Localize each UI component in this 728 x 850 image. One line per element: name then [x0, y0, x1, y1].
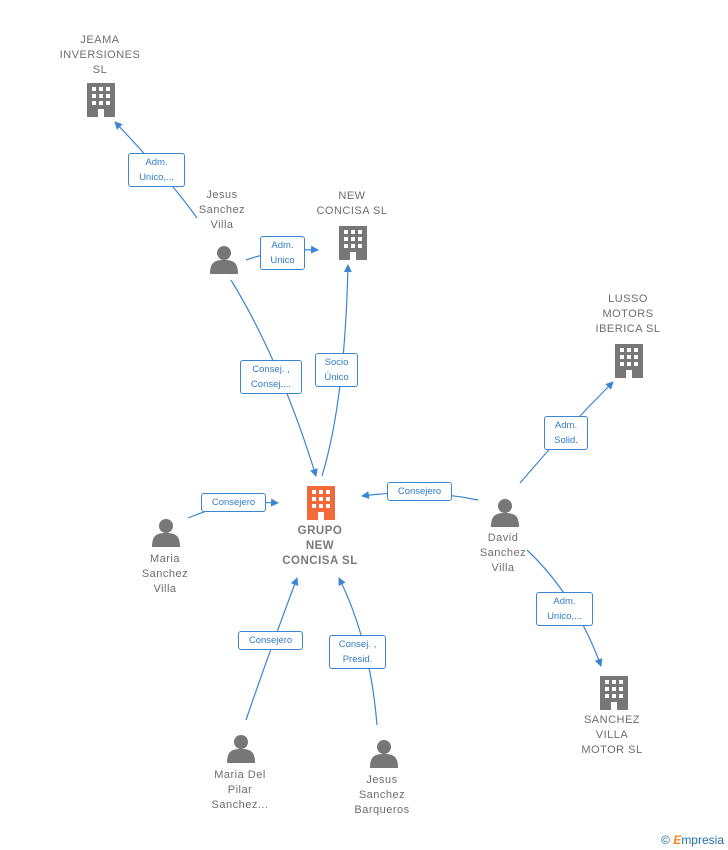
- label-line: NEW: [305, 540, 335, 552]
- edge-label-line: Presid.: [342, 654, 373, 665]
- edge-label-jesus-center[interactable]: Consej. , Consej....: [240, 360, 302, 394]
- center-node-label[interactable]: GRUPO NEW CONCISA SL: [282, 524, 358, 569]
- edge-label-line: Socio: [324, 357, 349, 368]
- label-line: Pilar: [227, 784, 253, 796]
- label-line: CONCISA SL: [316, 205, 388, 217]
- edge-label-line: Unico,...: [547, 611, 582, 622]
- label-line: Villa: [491, 562, 515, 574]
- pilar-person-icon: [227, 735, 255, 763]
- lusso-node-label[interactable]: LUSSO MOTORS IBERICA SL: [596, 292, 661, 337]
- empresia-watermark[interactable]: © Empresia: [661, 833, 724, 847]
- label-line: Sanchez: [479, 547, 527, 559]
- david-person-icon: [491, 499, 519, 527]
- label-line: Maria: [149, 553, 180, 565]
- edge-label-newconcisa-center[interactable]: Socio Único: [315, 353, 358, 387]
- label-line: INVERSIONES: [59, 49, 141, 61]
- label-line: GRUPO: [297, 525, 343, 537]
- edge-label-line: Solid.: [554, 435, 578, 446]
- svm-node-label[interactable]: SANCHEZ VILLA MOTOR SL: [581, 713, 642, 758]
- edge-label-jesus-newconcisa[interactable]: Adm. Unico: [260, 236, 305, 270]
- label-line: MOTORS: [602, 308, 654, 320]
- label-line: Barqueros: [354, 804, 410, 816]
- label-line: Sanchez: [141, 568, 189, 580]
- edge-label-line: Adm.: [145, 157, 168, 168]
- label-line: MOTOR SL: [581, 744, 643, 756]
- new-concisa-building-icon: [339, 226, 367, 260]
- edge-label-line: Consejero: [248, 635, 293, 646]
- label-line: David: [487, 532, 519, 544]
- copyright-icon: ©: [661, 833, 670, 847]
- label-line: JEAMA: [80, 34, 120, 46]
- jeama-node-label[interactable]: JEAMA INVERSIONES SL: [60, 33, 141, 78]
- edge-label-line: Adm.: [271, 240, 294, 251]
- label-line: Maria Del: [214, 769, 266, 781]
- edge-label-line: Adm.: [553, 596, 576, 607]
- edge-label-david-svm[interactable]: Adm. Unico,...: [536, 592, 593, 626]
- edge-label-pilar-center[interactable]: Consejero: [238, 631, 303, 650]
- edge-label-david-lusso[interactable]: Adm. Solid.: [544, 416, 588, 450]
- label-line: Villa: [153, 583, 177, 595]
- jesus-sv-person-icon: [210, 246, 238, 274]
- edge-label-line: Unico: [270, 255, 295, 266]
- label-line: NEW: [338, 190, 366, 202]
- edge-label-line: Adm.: [554, 420, 578, 431]
- edge-label-line: Único: [324, 372, 349, 383]
- lusso-building-icon: [615, 344, 643, 378]
- label-line: IBERICA SL: [595, 323, 661, 335]
- svm-building-icon: [600, 676, 628, 710]
- label-line: Sanchez...: [211, 799, 269, 811]
- edge-label-line: Consej....: [250, 379, 292, 390]
- label-line: VILLA: [595, 729, 629, 741]
- pilar-node-label[interactable]: Maria Del Pilar Sanchez...: [212, 768, 269, 813]
- jeama-building-icon: [87, 83, 115, 117]
- maria-person-icon: [152, 519, 180, 547]
- label-line: Jesus: [366, 774, 398, 786]
- edge-label-line: Unico,...: [139, 172, 174, 183]
- label-line: SANCHEZ: [583, 714, 641, 726]
- label-line: Jesus: [206, 189, 238, 201]
- edge-label-maria-center[interactable]: Consejero: [201, 493, 266, 512]
- jesus-sb-person-icon: [370, 740, 398, 768]
- jesus-sv-node-label[interactable]: Jesus Sanchez Villa: [199, 188, 245, 233]
- jesus-sb-node-label[interactable]: Jesus Sanchez Barqueros: [354, 773, 409, 818]
- brand-initial: E: [673, 833, 682, 847]
- edge-label-line: Consejero: [211, 497, 256, 508]
- edge-label-jesus-jeama[interactable]: Adm. Unico,...: [128, 153, 185, 187]
- brand-name: mpresia: [681, 833, 724, 847]
- edge-label-jesussb-center[interactable]: Consej. , Presid.: [329, 635, 386, 669]
- label-line: CONCISA SL: [282, 555, 358, 567]
- center-building-icon: [307, 486, 335, 520]
- david-node-label[interactable]: David Sanchez Villa: [480, 531, 526, 576]
- label-line: SL: [92, 64, 108, 76]
- label-line: Sanchez: [198, 204, 246, 216]
- edge-label-line: Consejero: [397, 486, 442, 497]
- edge-label-line: Consej. ,: [338, 639, 377, 650]
- label-line: LUSSO: [608, 293, 648, 305]
- label-line: Villa: [210, 219, 234, 231]
- new-concisa-node-label[interactable]: NEW CONCISA SL: [316, 189, 387, 219]
- maria-node-label[interactable]: Maria Sanchez Villa: [142, 552, 188, 597]
- edge-label-david-center[interactable]: Consejero: [387, 482, 452, 501]
- edge-label-line: Consej. ,: [252, 364, 290, 375]
- label-line: Sanchez: [358, 789, 406, 801]
